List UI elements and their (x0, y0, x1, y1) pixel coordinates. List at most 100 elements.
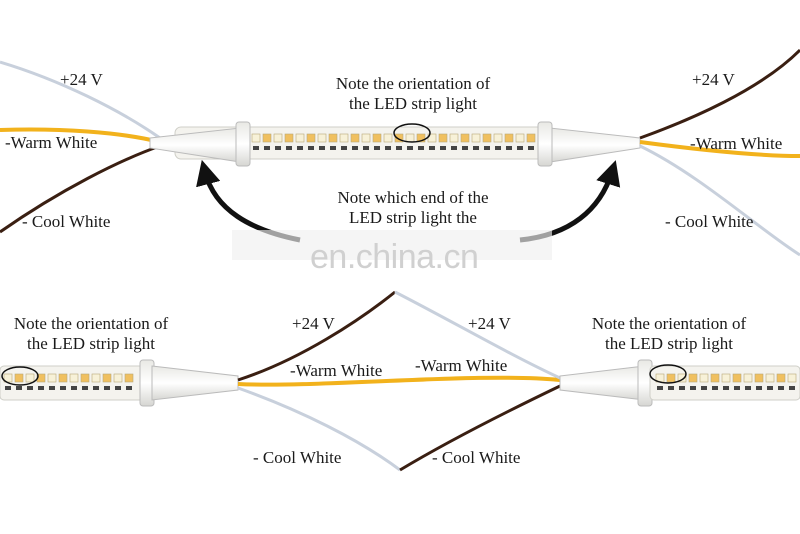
resistor-chip (712, 386, 718, 390)
resistor-chip (506, 146, 512, 150)
resistor-chip (71, 386, 77, 390)
resistor-chip (767, 386, 773, 390)
arrow-right (519, 160, 621, 243)
led-chip (69, 373, 79, 383)
led-chip (361, 133, 371, 143)
led-chip (295, 133, 305, 143)
top-left-voltage-label: +24 V (60, 70, 103, 89)
connector-top-left (149, 121, 251, 167)
resistor-chip (679, 386, 685, 390)
led-chip (732, 373, 742, 383)
resistor-chip (264, 146, 270, 150)
resistor-chip (308, 146, 314, 150)
bottom-left-note-line1: Note the orientation of (13, 314, 169, 333)
led-chip (91, 373, 101, 383)
resistor-chip (690, 386, 696, 390)
warm-white-wire-top-left (0, 127, 161, 144)
bottom-left-orientation-note: Note the orientation of the LED strip li… (0, 314, 182, 354)
resistor-chip (789, 386, 795, 390)
led-chip (405, 133, 415, 143)
led-chip (394, 133, 404, 143)
bottom-right-note-line1: Note the orientation of (591, 314, 747, 333)
led-chip (460, 133, 470, 143)
resistor-chip (93, 386, 99, 390)
resistor-chip (374, 146, 380, 150)
led-chip (504, 133, 514, 143)
led-chip (699, 373, 709, 383)
watermark-band (232, 230, 552, 260)
watermark: en.china.cn (310, 238, 479, 276)
resistor-chip (104, 386, 110, 390)
resistor-chip (396, 146, 402, 150)
led-chip (124, 373, 134, 383)
led-chip (306, 133, 316, 143)
bottom-mid-right-voltage-label: +24 V (468, 314, 511, 333)
led-chip (58, 373, 68, 383)
led-chip (677, 373, 687, 383)
resistor-chip (657, 386, 663, 390)
bottom-mid-left-voltage-label: +24 V (292, 314, 335, 333)
bottom-mid-right-cool-label: - Cool White (432, 448, 521, 467)
led-chip (372, 133, 382, 143)
bottom-right-note-line2: the LED strip light (605, 334, 733, 353)
top-end-note-line2: LED strip light the (349, 208, 477, 227)
led-chip (251, 133, 261, 143)
resistor-chip (319, 146, 325, 150)
led-chip (776, 373, 786, 383)
led-chip (493, 133, 503, 143)
resistor-chip (126, 386, 132, 390)
resistor-chip (517, 146, 523, 150)
arrow-left (196, 159, 301, 243)
resistor-chip (668, 386, 674, 390)
resistor-chip (385, 146, 391, 150)
resistor-chip (440, 146, 446, 150)
led-chip (721, 373, 731, 383)
led-chip (438, 133, 448, 143)
led-chip (350, 133, 360, 143)
resistor-chip (778, 386, 784, 390)
warm-white-wire-top-right (639, 140, 800, 158)
resistor-chip (38, 386, 44, 390)
resistor-chip (275, 146, 281, 150)
resistor-chip (473, 146, 479, 150)
resistor-chip (745, 386, 751, 390)
led-chip (317, 133, 327, 143)
led-strip-bottom-right (649, 364, 800, 401)
led-chip (80, 373, 90, 383)
resistor-chip (528, 146, 534, 150)
resistor-chip (82, 386, 88, 390)
led-chip (284, 133, 294, 143)
orientation-circle-bottom-left (1, 366, 39, 386)
bottom-mid-right-warm-label: -Warm White (415, 356, 508, 375)
led-chip (482, 133, 492, 143)
warm-white-wire-bottom (237, 375, 561, 387)
resistor-chip (462, 146, 468, 150)
cool-white-wire-top-right (639, 144, 800, 257)
resistor-chip (429, 146, 435, 150)
resistor-chip (495, 146, 501, 150)
resistor-chip (286, 146, 292, 150)
resistor-chip (341, 146, 347, 150)
led-chip (787, 373, 797, 383)
top-end-note-line1: Note which end of the (337, 188, 489, 207)
led-chip (25, 373, 35, 383)
resistor-chip (352, 146, 358, 150)
orientation-circle-bottom-right (649, 364, 687, 384)
led-chip (47, 373, 57, 383)
bottom-right-orientation-note: Note the orientation of the LED strip li… (578, 314, 760, 354)
led-chip (416, 133, 426, 143)
led-chip (515, 133, 525, 143)
resistor-chip (734, 386, 740, 390)
cool-white-wire-bottom-left (237, 386, 401, 472)
dark-wire-bottom-left (237, 290, 396, 382)
led-chip (262, 133, 272, 143)
resistor-chip (49, 386, 55, 390)
resistor-chip (451, 146, 457, 150)
led-chip (273, 133, 283, 143)
resistor-chip (330, 146, 336, 150)
top-end-note: Note which end of the LED strip light th… (318, 188, 508, 228)
led-chip (449, 133, 459, 143)
connector-top-right (537, 121, 641, 167)
resistor-chip (60, 386, 66, 390)
